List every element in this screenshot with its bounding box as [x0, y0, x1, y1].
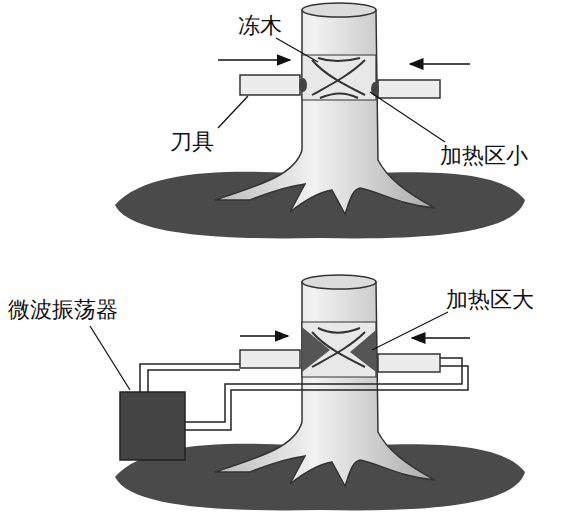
upper-stump — [115, 3, 525, 238]
part-label: 冻木 — [238, 14, 282, 38]
part-label: 刀具 — [170, 130, 214, 154]
part-label: 微波振荡器 — [8, 298, 118, 322]
part-label: 加热区小 — [440, 144, 528, 168]
part-label: 加热区大 — [446, 288, 534, 312]
